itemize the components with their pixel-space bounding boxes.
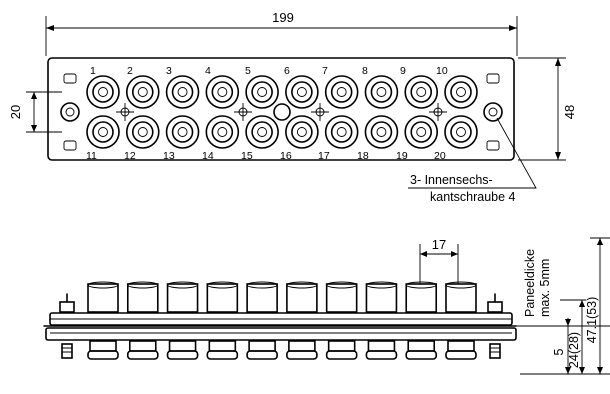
side-screws	[59, 293, 503, 359]
pitch-label: 17	[432, 237, 446, 252]
screw-callout: 3- Innensechs- kantschraube 4	[408, 117, 537, 204]
pitch-dimension: 17	[419, 237, 459, 284]
port-number: 14	[202, 150, 214, 162]
panel-thickness-value: max. 5mm	[538, 259, 552, 317]
port	[324, 115, 359, 149]
callout-line-1: 3- Innensechs-	[410, 173, 493, 187]
port-number: 7	[322, 65, 328, 77]
side-body	[43, 312, 517, 341]
width-label: 199	[272, 10, 294, 25]
port	[165, 115, 200, 149]
port	[86, 115, 120, 149]
side-connector	[445, 281, 477, 360]
port-number: 8	[362, 65, 368, 77]
port-number: 4	[205, 65, 211, 77]
callout-line-2: kantschraube 4	[430, 190, 516, 204]
top-view: 199 48 20	[8, 10, 577, 204]
height-label: 48	[562, 105, 577, 119]
side-view: 17 Paneeldicke max. 5mm	[43, 237, 610, 375]
port-numbers: 1 2 3 4 5 6 7 8 9 10 11 12 13 14 15 16 1…	[86, 65, 448, 162]
side-connector	[166, 281, 199, 360]
port	[205, 75, 240, 109]
side-connector	[365, 281, 398, 360]
port-number: 1	[90, 65, 96, 77]
side-connector	[246, 281, 278, 360]
port-number: 18	[357, 150, 369, 162]
port-number: 10	[436, 65, 448, 77]
port	[404, 75, 439, 109]
port-number: 5	[245, 65, 251, 77]
side-connector	[126, 281, 159, 360]
top-plate	[47, 57, 515, 161]
panel-thickness-label: Paneeldicke	[523, 249, 537, 317]
mounting-holes	[60, 73, 503, 151]
side-connector	[87, 281, 119, 360]
width-dimension: 199	[45, 10, 518, 56]
port	[125, 75, 160, 109]
port	[125, 115, 160, 149]
side-connectors	[87, 281, 477, 360]
port	[86, 75, 120, 109]
port-number: 20	[434, 150, 446, 162]
side-connector	[325, 281, 358, 360]
side-connector	[206, 281, 239, 360]
port-array	[86, 75, 478, 149]
port-number: 17	[318, 150, 330, 162]
port	[364, 115, 399, 149]
side-dimensions: 5 24(28) 47.1(53)	[514, 237, 610, 375]
dim-mid-label: 24(28)	[567, 332, 581, 368]
port-number: 3	[166, 65, 172, 77]
port-number: 16	[280, 150, 292, 162]
port	[165, 75, 200, 109]
port-number: 2	[127, 65, 133, 77]
port	[364, 75, 399, 109]
port-number: 12	[124, 150, 136, 162]
port-number: 13	[163, 150, 175, 162]
height-dimension: 48	[518, 57, 577, 161]
port-number: 9	[400, 65, 406, 77]
port	[245, 115, 279, 149]
port-number: 11	[86, 150, 97, 162]
port	[285, 75, 319, 109]
port	[404, 115, 439, 149]
dim-total-label: 47.1(53)	[585, 297, 599, 344]
port	[444, 75, 478, 109]
port	[324, 75, 359, 109]
port	[285, 115, 319, 149]
port-number: 19	[396, 150, 408, 162]
port-number: 6	[284, 65, 290, 77]
port	[205, 115, 240, 149]
side-connector	[286, 281, 318, 360]
port-number: 15	[241, 150, 253, 162]
side-connector	[405, 281, 438, 360]
row-spacing-dimension: 20	[8, 91, 62, 133]
row-spacing-label: 20	[8, 105, 23, 119]
port	[245, 75, 279, 109]
port	[444, 115, 478, 149]
dim-small-label: 5	[552, 348, 566, 355]
